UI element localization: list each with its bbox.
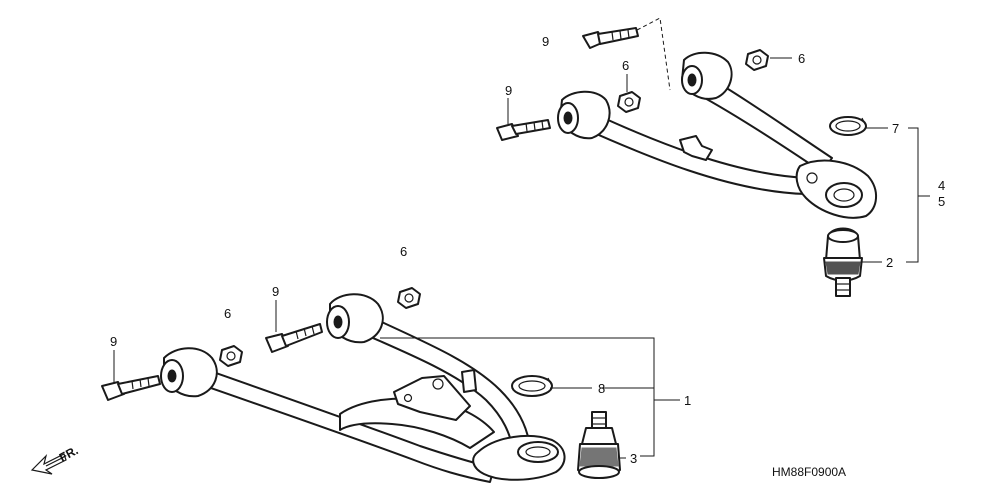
front-direction-label: FR. [57,443,81,464]
callout-circlip-lower: 8 [598,381,605,396]
callout-bolt-lower-left: 9 [110,334,117,349]
callout-nut-upper-right: 6 [798,51,805,66]
callout-nut-lower-floating: 6 [400,244,407,259]
upper-ball-joint [823,227,863,297]
lower-ball-joint [577,411,621,479]
callout-bracket-upper-a: 4 [938,178,945,193]
upper-bolt-left [496,119,551,141]
callout-ball-joint-lower: 3 [630,451,637,466]
lower-nut-right [397,287,421,309]
callout-arm-lower-assembly: 1 [684,393,691,408]
callout-bolt-upper-left: 9 [505,83,512,98]
upper-bolt-top [582,27,639,49]
callout-nut-upper-mid: 6 [622,58,629,73]
callout-nut-lower-left: 6 [224,306,231,321]
lower-arm [160,293,566,483]
callout-bolt-upper-top: 9 [542,34,549,49]
lower-circlip [511,375,553,397]
upper-arm [557,51,877,219]
front-direction-marker: FR. [30,443,81,475]
callout-labels: 9 9 6 6 7 4 5 2 6 9 6 9 8 1 3 [110,34,945,466]
arrow-left-down-icon [30,453,67,475]
lower-nut-left [219,345,243,367]
upper-nut-right [745,49,769,71]
upper-nut-mid [617,91,641,113]
callout-bracket-upper-b: 5 [938,194,945,209]
callout-circlip-upper: 7 [892,121,899,136]
upper-circlip [829,116,867,136]
drawing-code: HM88F0900A [772,465,846,479]
lower-bolt-mid [265,323,323,353]
lower-bolt-left [101,375,161,401]
callout-bolt-lower-mid: 9 [272,284,279,299]
leader-lines [113,17,930,459]
callout-ball-joint-upper: 2 [886,255,893,270]
